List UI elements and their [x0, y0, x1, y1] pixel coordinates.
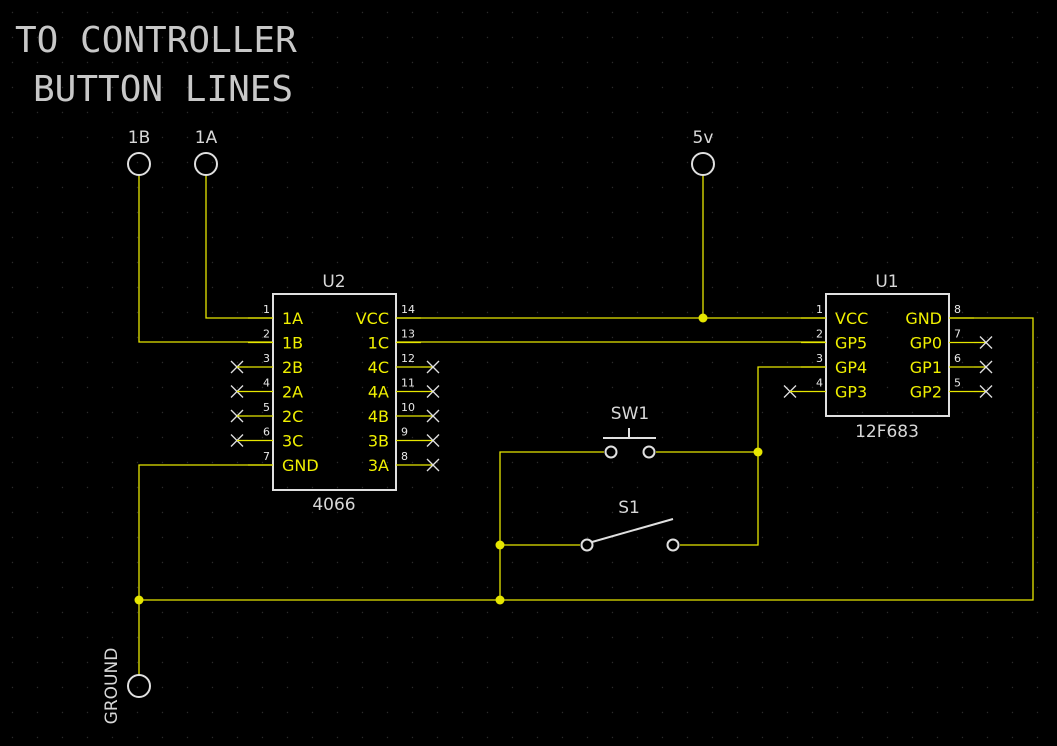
u1-pin-6-number: 6	[954, 352, 961, 365]
u2-pin-2-name: 1B	[282, 334, 303, 353]
u1-pin-3-name: GP4	[835, 358, 867, 377]
u2-pin-10-name: 4B	[368, 407, 389, 426]
u1-pin-8-number: 8	[954, 303, 961, 316]
u2-pin-12-nc-mark-b	[426, 360, 440, 374]
u2-pin-8-number: 8	[401, 450, 408, 463]
u1-pin-2-name: GP5	[835, 334, 867, 353]
s1-contact-right	[666, 538, 680, 552]
u1-pin-7-number: 7	[954, 328, 961, 341]
u1-pin-7-name: GP0	[910, 334, 942, 353]
wires	[138, 175, 1034, 675]
chip-u1-ref: U1	[875, 272, 898, 292]
u2-pin-3-number: 3	[263, 352, 270, 365]
u2-pin-5-number: 5	[263, 401, 270, 414]
wire-ground-bus	[139, 317, 1034, 601]
u2-pin-11-number: 11	[401, 377, 415, 390]
chip-u2-part: 4066	[312, 495, 355, 515]
u2-pin-8-name: 3A	[368, 456, 389, 475]
junction-s1	[495, 540, 505, 550]
u2-pin-10-nc-mark-b	[426, 409, 440, 423]
u2-pin-11-nc-mark-b	[426, 385, 440, 398]
u1-pin-5-name: GP2	[910, 383, 942, 402]
chip-u2-ref: U2	[322, 272, 345, 292]
sw1-contact-right	[642, 445, 656, 459]
u2-pin-14-name: VCC	[356, 309, 389, 328]
u2-pin-12-name: 4C	[368, 358, 389, 377]
chip-u1-body	[825, 293, 950, 417]
wire-gp4	[656, 366, 826, 453]
u1-pin-3-number: 3	[816, 352, 823, 365]
u2-pin-7-name: GND	[282, 456, 319, 475]
u2-pin-1-number: 1	[263, 303, 270, 316]
u2-pin-7-number: 7	[263, 450, 270, 463]
u2-pin-6-number: 6	[263, 426, 270, 439]
u2-pin-4-name: 2A	[282, 383, 303, 402]
u1-pin-7-nc-mark-b	[979, 336, 993, 349]
switch-sw1: SW1	[603, 404, 656, 459]
s1-ref: S1	[618, 498, 640, 518]
u2-pin-2-number: 2	[263, 328, 270, 341]
u1-pin-6-nc-mark-b	[979, 360, 993, 374]
u2-pin-8-nc-mark-b	[426, 458, 440, 472]
switch-s1: S1	[580, 498, 680, 552]
chip-u1-pins: 1 VCC 2 GP5 3 GP4 4 GP3 8 GND 7 GP0 6 GP1 5 GP2	[783, 303, 993, 402]
terminal-1a: 1A	[194, 128, 218, 176]
s1-contact-left	[580, 538, 594, 552]
sw1-contact-left	[604, 445, 618, 459]
chip-u1: U1 12F683 1 VCC 2 GP5 3 GP4 4 GP3 8 GND 7 GP0 6 GP1 5G…	[783, 272, 993, 442]
terminal-1a-label: 1A	[195, 128, 218, 148]
u2-pin-14-number: 14	[401, 303, 415, 316]
junction-gnd-u2	[134, 595, 144, 605]
junction-gnd-switch	[495, 595, 505, 605]
u1-pin-6-name: GP1	[910, 358, 942, 377]
u1-pin-8-name: GND	[905, 309, 942, 328]
u2-pin-12-number: 12	[401, 352, 415, 365]
title-line-1: TO CONTROLLER	[15, 20, 297, 61]
terminal-ground-circle	[127, 674, 151, 698]
u2-pin-9-name: 3B	[368, 432, 389, 451]
wire-gp4-s1	[680, 452, 759, 546]
terminal-1b-circle	[127, 152, 151, 176]
wire-u2-gnd	[138, 464, 273, 675]
u1-pin-1-name: VCC	[835, 309, 868, 328]
u1-pin-4-number: 4	[816, 377, 823, 390]
u1-pin-5-number: 5	[954, 377, 961, 390]
u2-pin-4-number: 4	[263, 377, 270, 390]
junction-gp4	[753, 447, 763, 457]
u2-pin-9-nc-mark-b	[426, 434, 440, 447]
u2-pin-1-name: 1A	[282, 309, 303, 328]
u2-pin-10-number: 10	[401, 401, 415, 414]
u2-pin-5-name: 2C	[282, 407, 303, 426]
terminal-5v-circle	[691, 152, 715, 176]
terminal-1b-label: 1B	[128, 128, 150, 148]
s1-lever	[591, 518, 674, 543]
u1-pin-1-number: 1	[816, 303, 823, 316]
junction-vcc	[698, 313, 708, 323]
wire-sw1-left	[499, 451, 604, 600]
title-line-2: BUTTON LINES	[33, 69, 293, 110]
u2-pin-9-number: 9	[401, 426, 408, 439]
terminal-1a-circle	[194, 152, 218, 176]
u2-pin-13-number: 13	[401, 328, 415, 341]
u1-pin-5-nc-mark-b	[979, 385, 993, 398]
terminal-ground: GROUND	[102, 648, 151, 725]
u1-pin-2-number: 2	[816, 328, 823, 341]
terminal-5v-label: 5v	[693, 128, 714, 148]
terminal-ground-label: GROUND	[102, 648, 122, 725]
u2-pin-13-name: 1C	[368, 334, 389, 353]
sw1-ref: SW1	[611, 404, 649, 424]
u2-pin-11-name: 4A	[368, 383, 389, 402]
junctions	[134, 313, 763, 605]
u2-pin-6-name: 3C	[282, 432, 303, 451]
chip-u1-part: 12F683	[855, 422, 919, 442]
u1-pin-4-name: GP3	[835, 383, 867, 402]
u2-pin-3-name: 2B	[282, 358, 303, 377]
terminal-1b: 1B	[127, 128, 151, 176]
wire-1b	[138, 175, 273, 343]
chip-u2-pins: 1 1A 2 1B 3 2B 4 2A 5 2C 6 3C 7 GND 14 VCC 13 1C 12 4C 11 4A 1…	[230, 303, 440, 475]
terminal-5v: 5v	[691, 128, 715, 176]
